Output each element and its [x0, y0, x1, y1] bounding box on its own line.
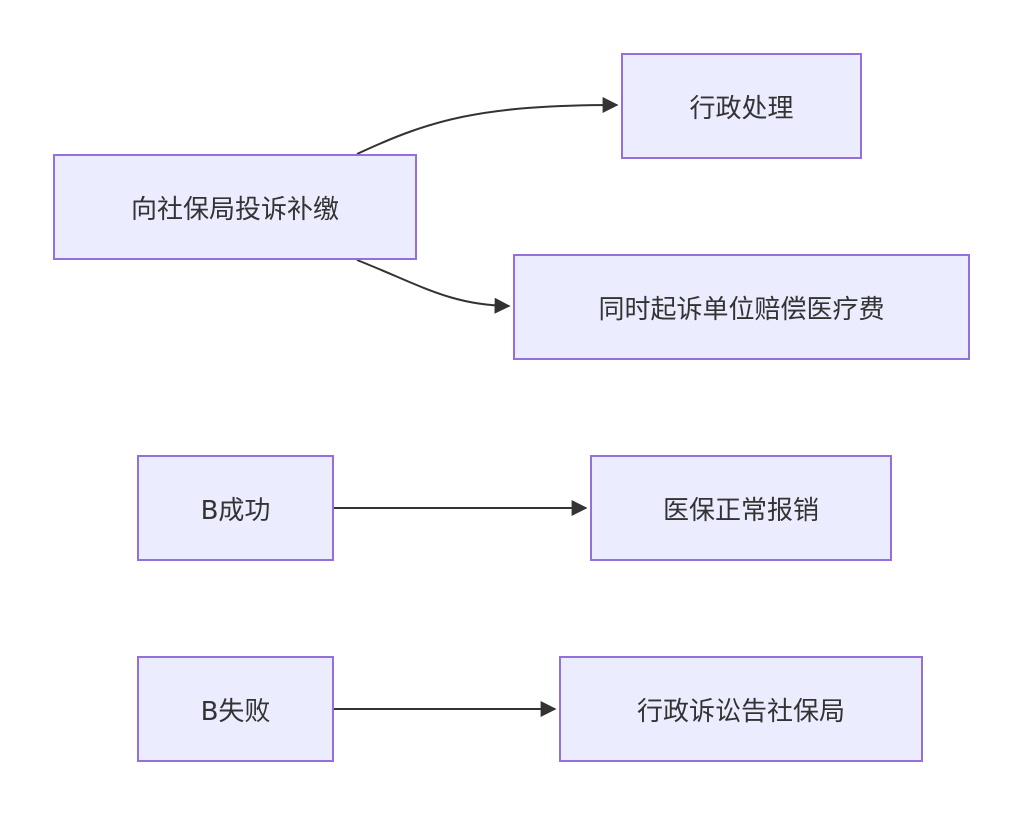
- node-label: B失败: [200, 696, 271, 727]
- node-label: 行政诉讼告社保局: [636, 696, 845, 727]
- node-label: 行政处理: [689, 93, 794, 124]
- edge-complaint-to-sue: [356, 259, 511, 314]
- node-complaint-to-social-security: 向社保局投诉补缴: [53, 154, 417, 260]
- node-sue-employer: 同时起诉单位赔偿医疗费: [513, 254, 970, 360]
- node-administrative-handling: 行政处理: [621, 53, 862, 159]
- node-medical-reimbursement: 医保正常报销: [590, 455, 892, 561]
- node-label: 向社保局投诉补缴: [130, 194, 339, 225]
- node-label: 医保正常报销: [662, 495, 819, 526]
- node-administrative-lawsuit: 行政诉讼告社保局: [559, 656, 923, 762]
- edge-complaint-to-admin: [356, 97, 619, 155]
- node-label: 同时起诉单位赔偿医疗费: [598, 294, 885, 325]
- node-label: B成功: [200, 495, 271, 526]
- node-b-fail: B失败: [137, 656, 334, 762]
- node-b-success: B成功: [137, 455, 334, 561]
